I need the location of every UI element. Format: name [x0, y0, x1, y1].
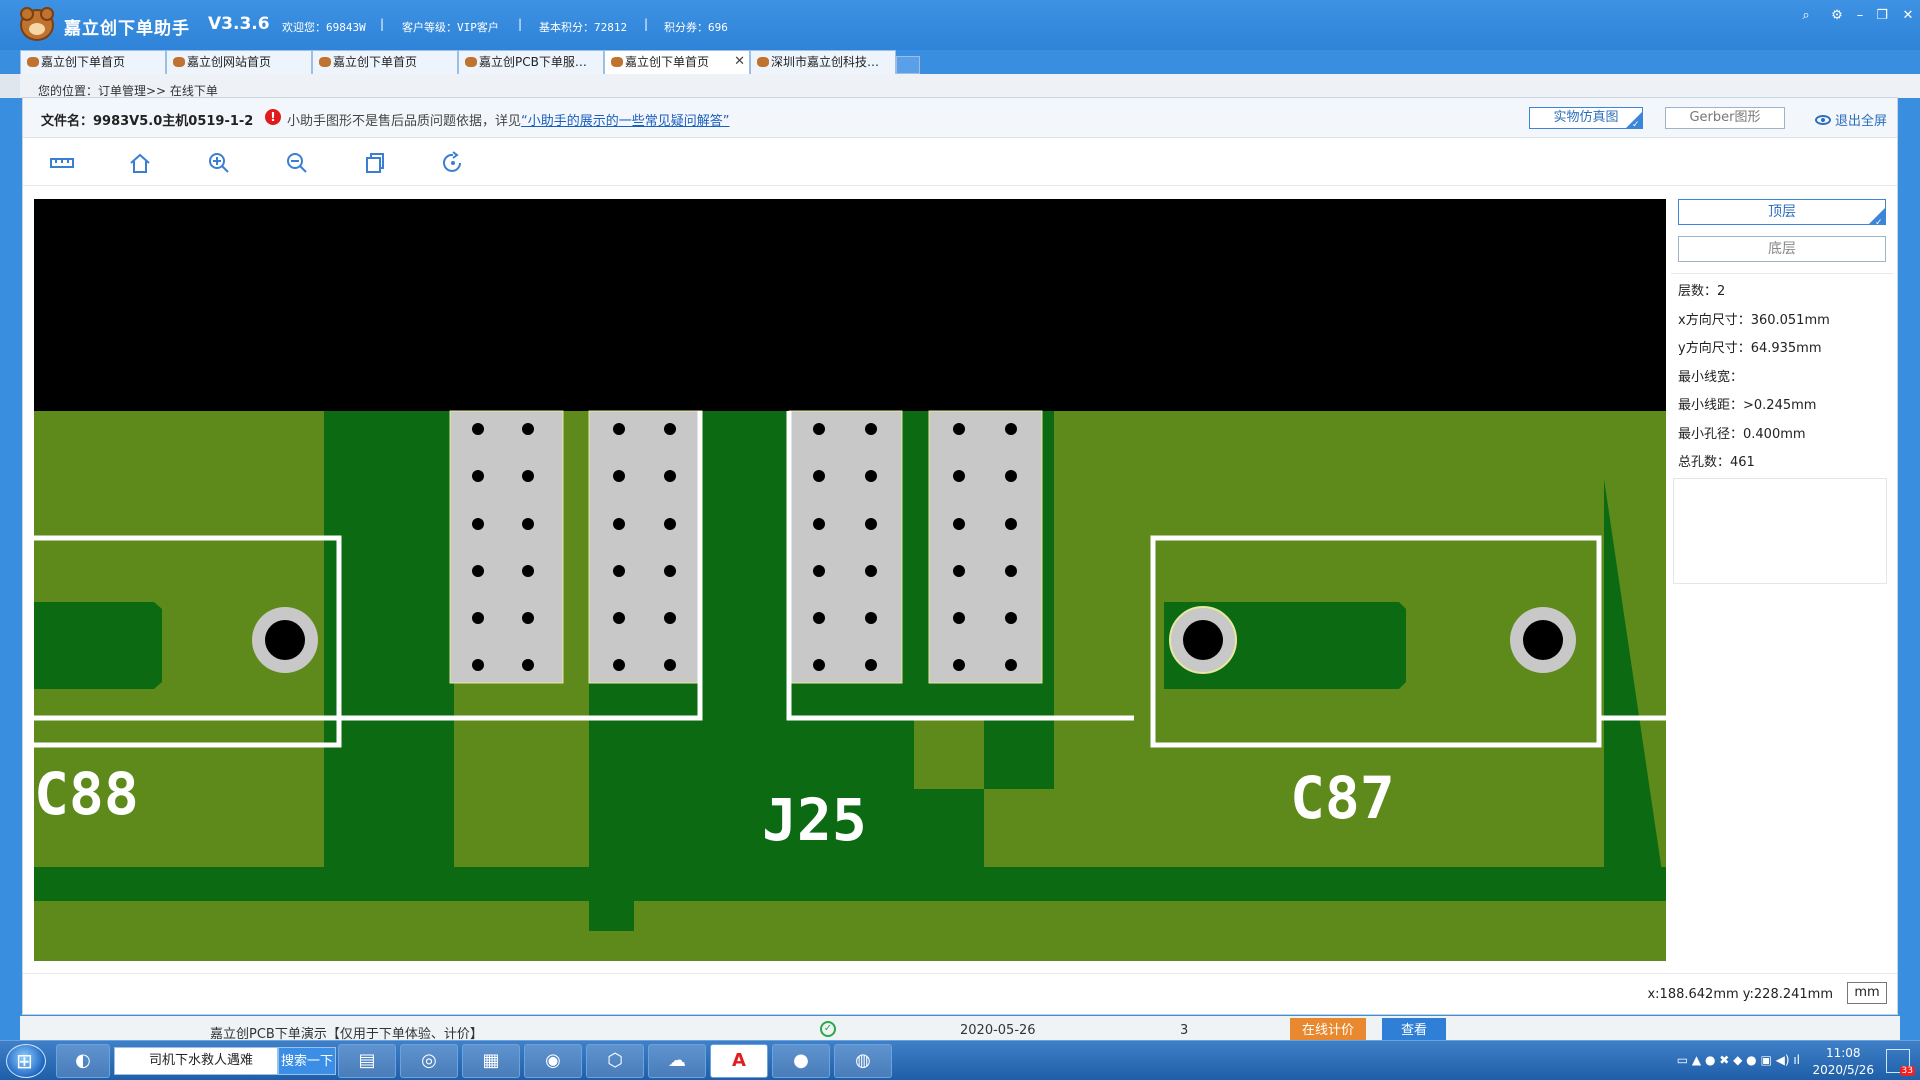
divider: [1671, 273, 1893, 274]
browser-tabs: 嘉立创下单首页 嘉立创网站首页 嘉立创下单首页 嘉立创PCB下单服… 嘉立创下单…: [20, 50, 920, 74]
system-tray[interactable]: ▭ ▲ ● ✖ ◆ ● ▣ ◀) ıl: [1676, 1053, 1800, 1067]
close-icon[interactable]: ✕: [734, 54, 745, 69]
separator: |: [380, 17, 385, 31]
bear-icon: [465, 57, 477, 67]
file-bar: 文件名：9983V5.0主机0519-1-2 ! 小助手图形不是售后品质问题依据…: [23, 98, 1897, 138]
viewer-toolbar: [23, 139, 1897, 186]
app-version: V3.3.6: [208, 14, 270, 34]
bear-icon: [319, 57, 331, 67]
warning-icon: !: [265, 109, 281, 125]
stat-min-spacing: 最小线距：>0.245mm: [1678, 398, 1817, 413]
folder-icon[interactable]: ▤: [338, 1044, 396, 1078]
tab-jlc-company[interactable]: 深圳市嘉立创科技…: [750, 50, 896, 74]
order-name: 嘉立创PCB下单演示【仅用于下单体验、计价】: [210, 1027, 483, 1042]
taskbar-search-button[interactable]: 搜索一下: [278, 1047, 336, 1075]
warning-text: 小助手图形不是售后品质问题依据，详见“小助手的展示的一些常见疑问解答”: [287, 114, 730, 129]
silk-j25: J25: [762, 786, 867, 854]
tab-order-home-1[interactable]: 嘉立创下单首页: [20, 50, 166, 74]
check-icon: ✓: [820, 1021, 836, 1037]
separator: |: [518, 17, 523, 31]
unit-toggle-button[interactable]: mm: [1847, 982, 1887, 1004]
home-icon[interactable]: [127, 151, 153, 175]
stat-y-size: y方向尺寸：64.935mm: [1678, 341, 1822, 356]
copy-icon[interactable]: [362, 151, 388, 175]
stat-hole-count: 总孔数：461: [1678, 455, 1755, 470]
online-price-button[interactable]: 在线计价: [1290, 1018, 1366, 1044]
order-row: 嘉立创PCB下单演示【仅用于下单体验、计价】 ✓ 2020-05-26 3 在线…: [20, 1016, 1900, 1044]
board-stats: 层数：2 x方向尺寸：360.051mm y方向尺寸：64.935mm 最小线宽…: [1678, 278, 1886, 478]
bear-logo-icon: [20, 7, 54, 41]
stat-min-trace-width: 最小线宽：: [1678, 369, 1744, 385]
app-shield-icon[interactable]: ◐: [56, 1044, 110, 1078]
stat-x-size: x方向尺寸：360.051mm: [1678, 312, 1830, 328]
gerber-button[interactable]: Gerber图形: [1665, 107, 1785, 129]
info-box: [1673, 478, 1887, 584]
tab-pcb-service[interactable]: 嘉立创PCB下单服…: [458, 50, 604, 74]
search-icon[interactable]: ⌕: [1802, 8, 1810, 23]
gerber-viewer-panel: 文件名：9983V5.0主机0519-1-2 ! 小助手图形不是售后品质问题依据…: [22, 97, 1898, 1015]
faq-link[interactable]: “小助手的展示的一些常见疑问解答”: [521, 114, 730, 129]
bear-app-icon[interactable]: ●: [772, 1044, 830, 1078]
gear-icon[interactable]: ⚙: [1831, 8, 1843, 23]
view-button[interactable]: 查看: [1382, 1018, 1446, 1044]
zoom-out-icon[interactable]: [284, 151, 310, 175]
cube-icon[interactable]: ⬡: [586, 1044, 644, 1078]
real-sim-button[interactable]: 实物仿真图: [1529, 107, 1643, 135]
tab-order-home-2[interactable]: 嘉立创下单首页: [312, 50, 458, 74]
stat-layers: 层数：2: [1678, 284, 1726, 299]
rotate-icon[interactable]: [440, 151, 466, 175]
order-date: 2020-05-26: [960, 1023, 1036, 1038]
divider: [23, 973, 1897, 974]
cursor-coordinates: x:188.642mm y:228.241mm: [1647, 987, 1833, 1002]
bear-icon: [757, 57, 769, 67]
autocad-icon[interactable]: A: [710, 1044, 768, 1078]
new-tab-button[interactable]: [896, 56, 920, 74]
check-icon: [1869, 208, 1885, 235]
maximize-button[interactable]: ❐: [1876, 8, 1888, 23]
minimize-button[interactable]: –: [1856, 8, 1864, 23]
top-layer-button[interactable]: 顶层: [1678, 199, 1886, 235]
separator: |: [644, 17, 649, 31]
eye-icon: [1814, 115, 1831, 125]
wechat-icon[interactable]: ☁: [648, 1044, 706, 1078]
customer-level: 客户等级：VIP客户: [402, 21, 499, 34]
bottom-layer-button[interactable]: 底层: [1678, 236, 1886, 262]
pcb-drawing: C88 J25 C87: [34, 199, 1666, 961]
welcome-text: 欢迎您：69843W: [282, 21, 366, 34]
taskbar-search-input[interactable]: 司机下水救人遇难: [114, 1047, 278, 1075]
coupon-points: 积分券：696: [664, 21, 728, 34]
bear-icon: [611, 57, 623, 67]
bear-icon: [173, 57, 185, 67]
start-button[interactable]: [6, 1044, 46, 1078]
order-qty: 3: [1180, 1023, 1189, 1038]
title-bar: 嘉立创下单助手 V3.3.6 欢迎您：69843W | 客户等级：VIP客户 |…: [0, 0, 1920, 50]
globe-icon[interactable]: ◉: [524, 1044, 582, 1078]
app-title: 嘉立创下单助手: [64, 19, 190, 39]
silk-c87: C87: [1290, 764, 1395, 832]
taskbar: ◐ e 司机下水救人遇难 搜索一下 ▤ ◎ ▦ ◉ ⬡ ☁ A ● ◍ ▭ ▲ …: [0, 1040, 1920, 1080]
breadcrumb: 您的位置：订单管理>> 在线下单: [38, 84, 218, 98]
check-icon: [1626, 112, 1642, 135]
jlc-app-icon[interactable]: ◍: [834, 1044, 892, 1078]
exit-fullscreen-button[interactable]: 退出全屏: [1814, 110, 1887, 129]
book-icon[interactable]: ▦: [462, 1044, 520, 1078]
file-name: 文件名：9983V5.0主机0519-1-2: [41, 114, 254, 129]
notification-icon[interactable]: 33: [1886, 1049, 1915, 1076]
close-button[interactable]: ✕: [1902, 8, 1914, 23]
stat-min-hole: 最小孔径：0.400mm: [1678, 426, 1806, 442]
breadcrumb-strip: 您的位置：订单管理>> 在线下单: [0, 74, 1920, 98]
tab-order-home-active[interactable]: 嘉立创下单首页✕: [604, 50, 750, 74]
pcb-canvas[interactable]: C88 J25 C87: [34, 199, 1666, 961]
zoom-in-icon[interactable]: [206, 151, 232, 175]
base-points: 基本积分：72812: [539, 21, 628, 34]
bear-icon: [27, 57, 39, 67]
browser-icon[interactable]: ◎: [400, 1044, 458, 1078]
ruler-icon[interactable]: [49, 151, 75, 175]
tab-website-home[interactable]: 嘉立创网站首页: [166, 50, 312, 74]
silk-c88: C88: [34, 760, 139, 828]
